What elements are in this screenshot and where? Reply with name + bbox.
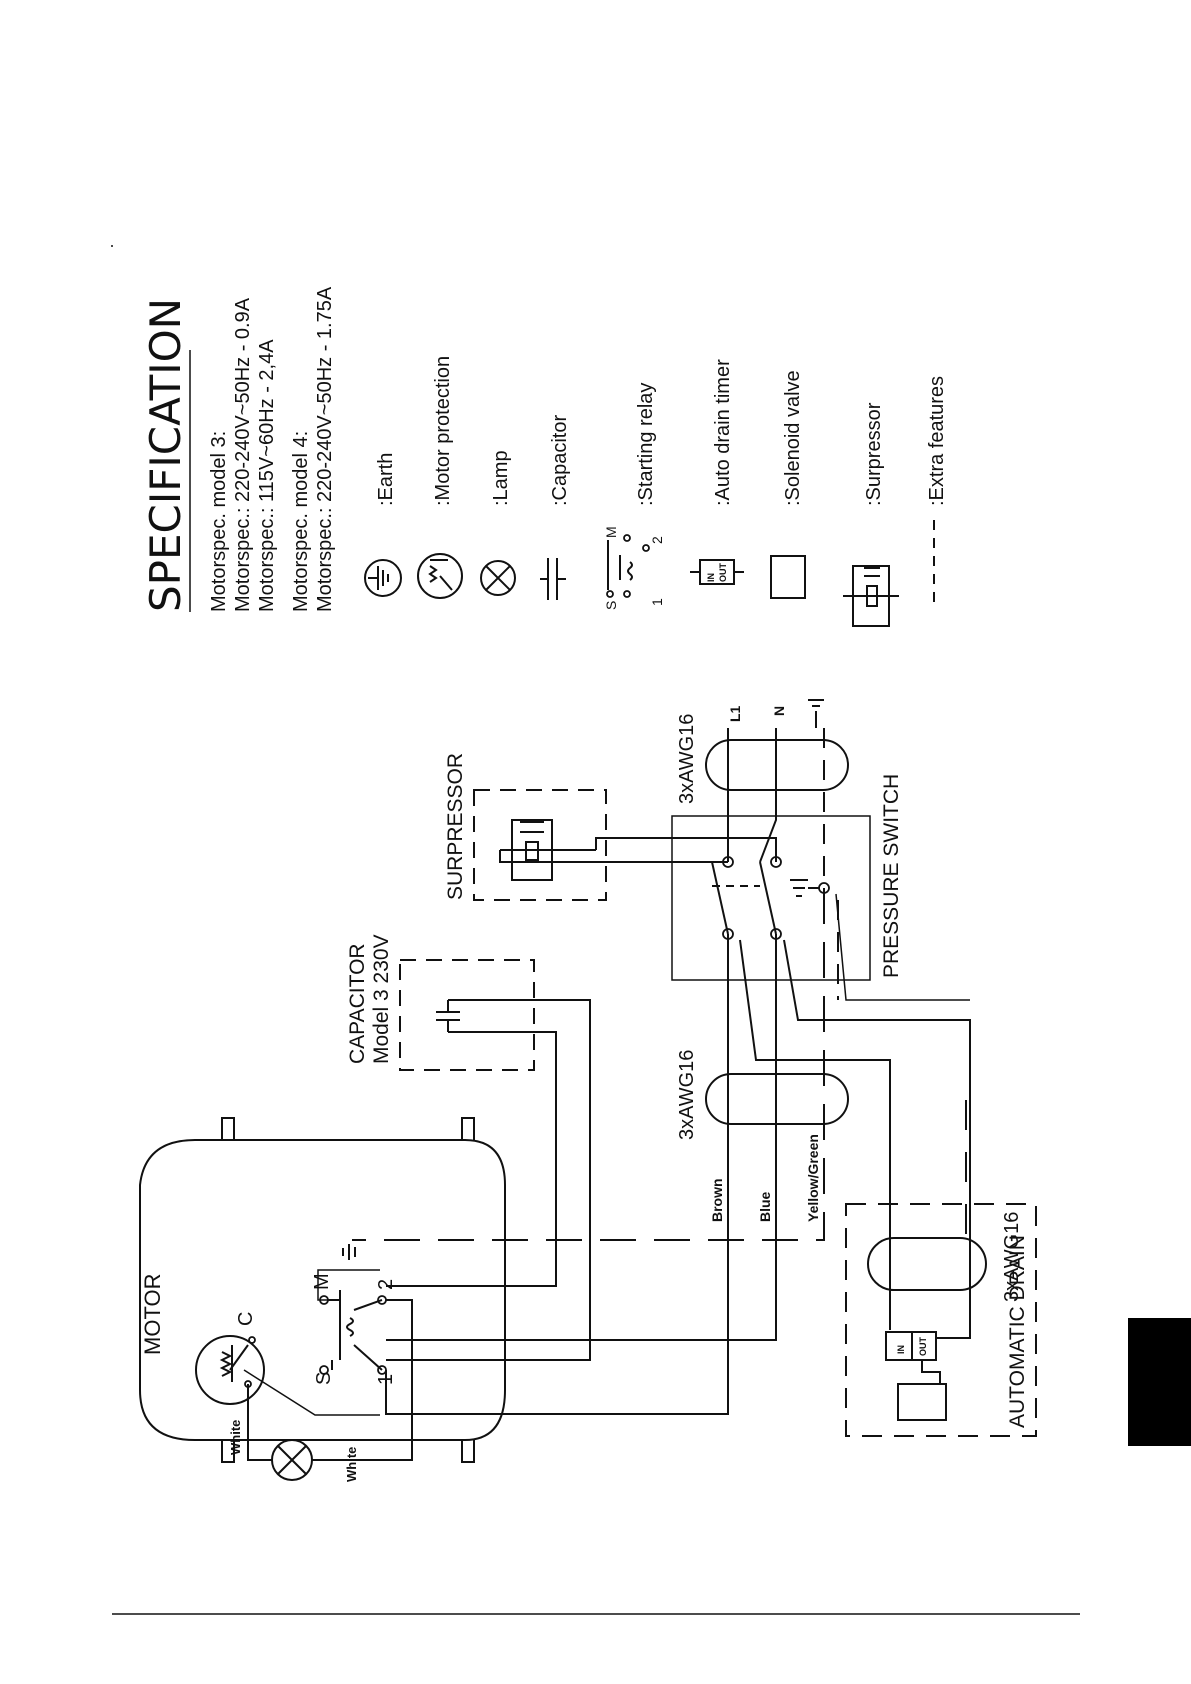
svg-text:1: 1	[649, 598, 665, 606]
svg-text:OUT: OUT	[718, 563, 728, 583]
starting-relay-icon: S M 1 2	[603, 526, 665, 610]
pressure-switch-earth-icon	[790, 879, 820, 897]
legend-label: :Starting relay	[635, 383, 657, 506]
motor-spec-line: Motorspec.: 220-240V~50Hz - 0.9A	[232, 297, 254, 612]
automatic-drain-box: 3xAWG16 IN OUT AUTOMATIC DRAIN	[845, 1203, 1037, 1437]
suppressor-wire	[595, 837, 777, 862]
svg-text:S: S	[313, 1372, 335, 1385]
suppressor-wire	[499, 850, 728, 863]
capacitor-label: CAPACITOR	[346, 943, 369, 1064]
motor-earth-icon	[342, 1244, 356, 1260]
motor-spec-line: Motorspec.: 220-240V~50Hz - 1.75A	[314, 286, 336, 612]
legend-label: :Surpressor	[863, 402, 885, 506]
suppressor-label: SURPRESSOR	[444, 753, 467, 900]
cable-gland-drain	[867, 1237, 987, 1291]
wire-brown	[385, 934, 729, 1415]
wire-label-blue: Blue	[757, 1191, 773, 1222]
lamp-icon	[480, 560, 516, 596]
pressure-switch-label: PRESSURE SWITCH	[880, 774, 903, 978]
legend: :Earth :Motor protection :Lamp :Capacito…	[364, 356, 948, 627]
wire-blue	[386, 934, 777, 1341]
cable-gland-mains: 3xAWG16	[676, 714, 849, 804]
drain-supply-wire	[783, 939, 971, 1339]
terminal-c-label: C	[235, 1312, 257, 1326]
svg-text:2: 2	[375, 1279, 397, 1290]
lamp	[271, 1439, 313, 1481]
pressure-switch: PRESSURE SWITCH	[671, 774, 903, 981]
wire-label-white: White	[344, 1447, 359, 1482]
capacitor-icon	[540, 558, 566, 600]
capacitor-box: CAPACITOR Model 3 230V	[346, 934, 535, 1071]
auto-drain-timer: IN OUT	[885, 1331, 937, 1361]
drain-supply-wire	[739, 939, 891, 1330]
spec-title: SPECIFICATION	[141, 298, 190, 612]
svg-text:M: M	[311, 1273, 333, 1290]
legend-label: :Motor protection	[432, 356, 454, 506]
capacitor-wire	[386, 999, 591, 1361]
automatic-drain-label: AUTOMATIC DRAIN	[1006, 1235, 1029, 1428]
auto-drain-timer-icon: IN OUT	[690, 559, 744, 585]
mains-n-label: N	[771, 706, 787, 716]
suppressor-icon	[843, 565, 899, 627]
stray-dot	[111, 245, 113, 247]
solenoid-valve	[897, 1360, 947, 1421]
legend-label: :Capacitor	[549, 415, 571, 506]
motor-winding	[195, 1335, 265, 1405]
svg-text:3xAWG16: 3xAWG16	[676, 714, 698, 804]
legend-label: :Earth	[375, 453, 397, 506]
page-tab	[1128, 1318, 1191, 1446]
specification-block: SPECIFICATION Motorspec. model 3: Motors…	[141, 286, 336, 612]
capacitor-wire	[386, 1031, 557, 1287]
legend-label: :Solenoid valve	[782, 370, 804, 506]
legend-label: :Extra features	[926, 376, 948, 506]
wire-yellow-green	[352, 888, 825, 1241]
mains-input: L1 N	[727, 699, 825, 888]
motor-supply-wiring: Brown Blue Yellow/Green	[352, 888, 825, 1415]
legend-label: :Lamp	[490, 450, 512, 506]
motor-spec-line: Motorspec.: 115V~60Hz - 2,4A	[256, 339, 278, 612]
wire-label-white: White	[228, 1420, 243, 1455]
capacitor-model: Model 3 230V	[370, 934, 393, 1064]
motor-protection-icon	[417, 553, 463, 599]
suppressor-box: SURPRESSOR	[444, 753, 607, 901]
svg-text:IN: IN	[706, 573, 716, 582]
svg-text:OUT: OUT	[918, 1337, 928, 1357]
earth-icon	[364, 559, 402, 597]
solenoid-valve-icon	[770, 555, 806, 599]
svg-text:3xAWG16: 3xAWG16	[676, 1050, 698, 1140]
mains-l1-label: L1	[727, 705, 743, 722]
svg-text:S: S	[603, 601, 619, 610]
wire-label-brown: Brown	[709, 1178, 725, 1222]
motor-label: MOTOR	[140, 1274, 165, 1355]
svg-text:3xAWG16: 3xAWG16	[1001, 1212, 1023, 1302]
motor-spec-line: Motorspec. model 4:	[290, 431, 312, 612]
starting-relay: M S 1 2	[311, 1273, 397, 1385]
cable-gland-motor: 3xAWG16	[676, 1050, 849, 1140]
motor-wiring	[243, 1269, 413, 1461]
wire-label-yellow-green: Yellow/Green	[805, 1134, 821, 1222]
motor-spec-line: Motorspec. model 3:	[208, 431, 230, 612]
legend-label: :Auto drain timer	[712, 359, 734, 506]
motor-housing	[139, 1139, 506, 1441]
svg-text:IN: IN	[896, 1345, 906, 1354]
svg-text:2: 2	[649, 536, 665, 544]
svg-text:M: M	[603, 526, 619, 538]
mains-earth-icon	[808, 699, 824, 728]
